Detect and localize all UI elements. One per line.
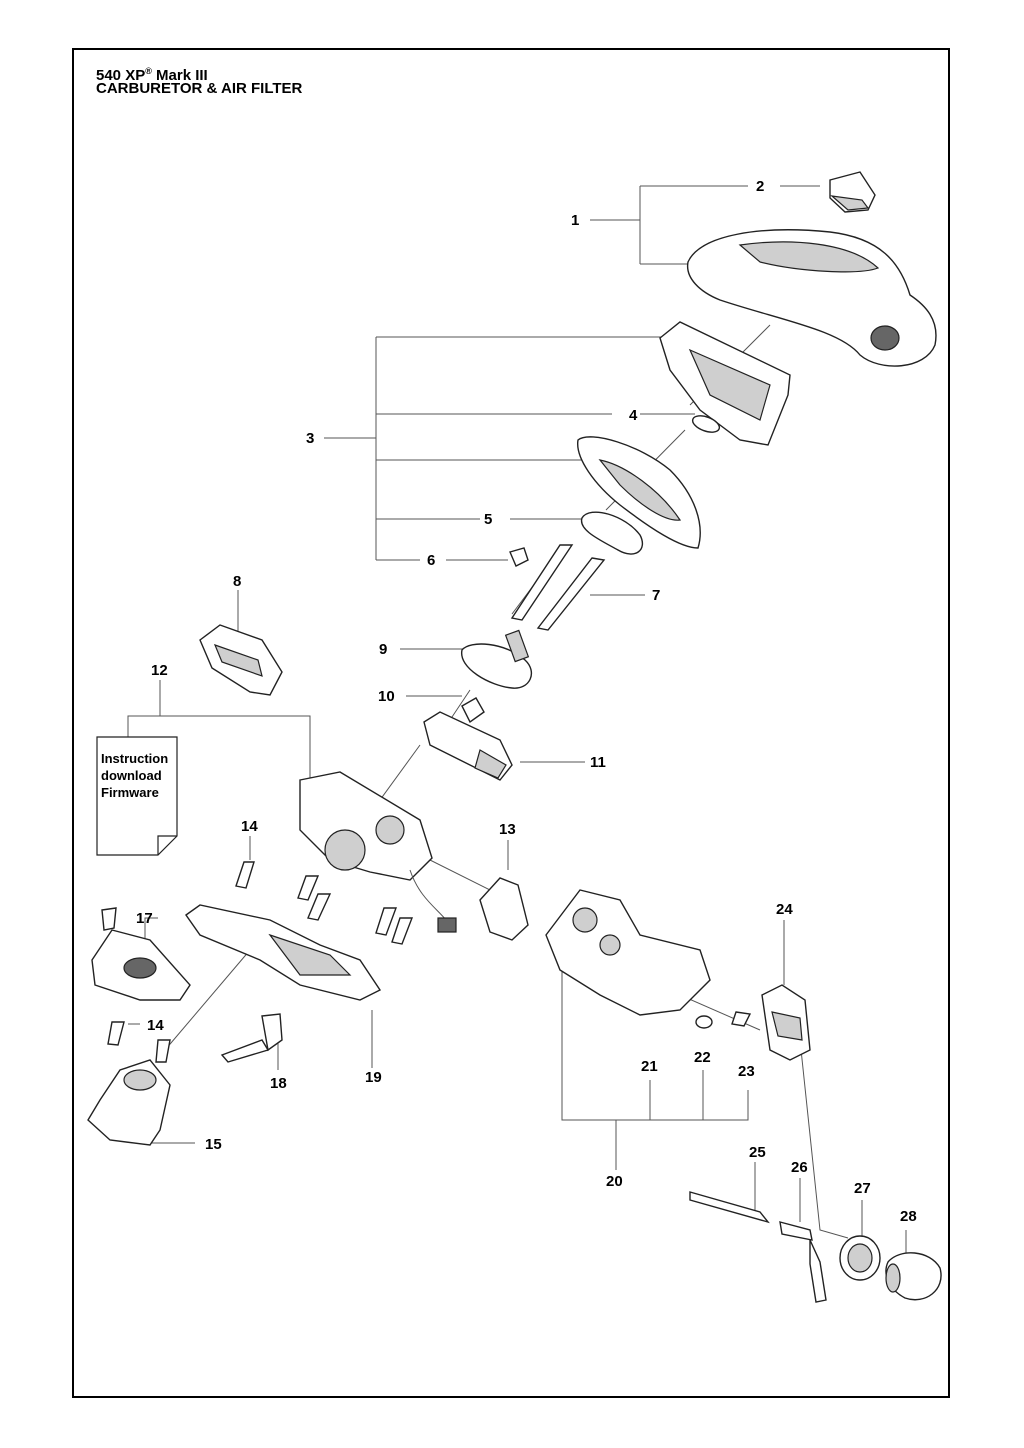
part-12-carburetor <box>299 771 457 933</box>
note-line-1: Instruction <box>101 751 169 766</box>
callout-4: 4 <box>629 407 638 424</box>
callout-1: 1 <box>571 212 579 229</box>
callout-10: 10 <box>378 688 395 705</box>
callout-6: 6 <box>427 552 435 569</box>
callout-20: 20 <box>606 1173 623 1190</box>
callout-11: 11 <box>590 754 606 771</box>
part-27-ring <box>839 1235 881 1281</box>
part-18-hose <box>220 1013 283 1063</box>
part-28-primer-bulb <box>885 1252 942 1301</box>
part-3-filter-housing <box>659 321 791 446</box>
callout-8: 8 <box>233 573 241 590</box>
part-11-intake-cover <box>423 711 513 781</box>
callout-19: 19 <box>365 1069 382 1086</box>
part-13-clip <box>479 877 529 941</box>
part-19-insulator-plate <box>185 904 382 1001</box>
model-title: 540 XP® Mark III <box>96 62 208 85</box>
note-line-2: download <box>101 768 162 783</box>
callout-17: 17 <box>136 910 153 927</box>
section-title: CARBURETOR & AIR FILTER <box>96 80 303 97</box>
part-8-bracket <box>199 624 283 696</box>
part-7-bolts <box>510 544 606 631</box>
registered-mark: ® <box>145 66 152 76</box>
callout-labels: 1 2 3 4 5 6 7 8 9 10 11 12 13 14 14 15 1… <box>136 178 917 1225</box>
callout-27: 27 <box>854 1180 871 1197</box>
part-5-gasket <box>580 511 644 555</box>
page-frame <box>72 48 950 1398</box>
part-22-washer <box>695 1015 713 1029</box>
callout-2: 2 <box>756 178 764 195</box>
model-name: 540 XP <box>96 67 146 84</box>
part-17-flange <box>91 907 191 1001</box>
callout-24: 24 <box>776 901 793 918</box>
callout-13: 13 <box>499 821 516 838</box>
callout-14-bottom: 14 <box>147 1017 164 1034</box>
callout-14-top: 14 <box>241 818 258 835</box>
document-icon <box>96 736 178 856</box>
callout-15: 15 <box>205 1136 222 1153</box>
callout-18: 18 <box>270 1075 287 1092</box>
instruction-note: Instruction download Firmware <box>101 750 168 801</box>
callout-23: 23 <box>738 1063 755 1080</box>
callout-25: 25 <box>749 1144 766 1161</box>
part-6-nut <box>509 547 529 567</box>
part-3-filter-plate <box>577 436 701 549</box>
callout-9: 9 <box>379 641 387 658</box>
part-2-knob <box>829 171 876 213</box>
callout-3: 3 <box>306 430 314 447</box>
part-15-intake-manifold <box>87 1059 171 1146</box>
part-10-screw <box>461 697 485 724</box>
part-24-cover-plate <box>761 984 811 1061</box>
note-line-3: Firmware <box>101 785 159 800</box>
callout-21: 21 <box>641 1058 658 1075</box>
callout-5: 5 <box>484 511 492 528</box>
part-21-tank-housing <box>545 889 711 1016</box>
model-variant: Mark III <box>156 67 208 84</box>
callout-22: 22 <box>694 1049 711 1066</box>
callout-26: 26 <box>791 1159 808 1176</box>
callout-7: 7 <box>652 587 660 604</box>
leader-lines <box>127 185 907 1255</box>
part-14-screws-top <box>235 861 414 945</box>
part-25-fuel-hose <box>689 1191 770 1224</box>
part-26-connector-hose <box>779 1221 827 1303</box>
part-4-ring <box>691 415 721 433</box>
part-14-screws-bottom <box>107 1021 171 1063</box>
part-9-adapter <box>461 629 533 689</box>
part-1-air-filter-cover <box>686 229 937 367</box>
callout-28: 28 <box>900 1208 917 1225</box>
part-23-screw <box>731 1011 752 1027</box>
callout-12: 12 <box>151 662 168 679</box>
